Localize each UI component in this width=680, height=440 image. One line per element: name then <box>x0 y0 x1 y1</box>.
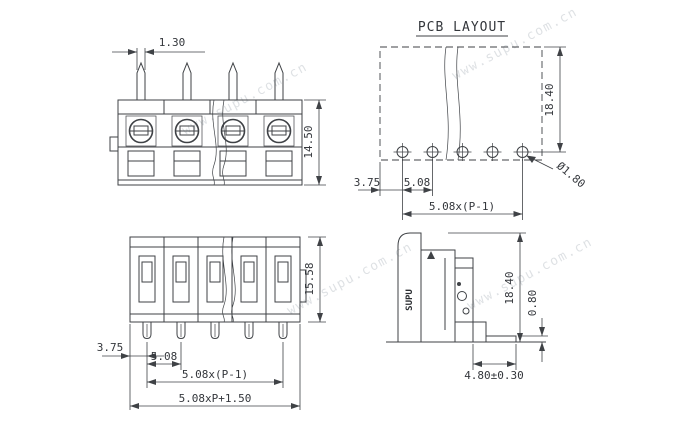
dim-text: 4.80±0.30 <box>464 369 524 382</box>
break-lines <box>222 236 236 323</box>
watermark-text: www.supu.com.cn <box>180 60 311 139</box>
break-lines <box>212 99 227 186</box>
dim-front-pin-width: 1.30 <box>112 36 205 70</box>
dim-text: 1.30 <box>159 36 186 49</box>
top-view-body <box>129 236 307 323</box>
screw-circles <box>128 118 292 144</box>
dim-text: 5.08xP+1.50 <box>179 392 252 405</box>
front-view-screws <box>125 115 295 147</box>
front-view-body <box>109 99 303 186</box>
brand-label: SUPU <box>405 289 415 311</box>
screw-slots <box>130 125 290 136</box>
dim-text: Ø1.80 <box>554 159 588 190</box>
dim-text: 5.08x(P-1) <box>429 200 495 213</box>
top-view-pins <box>142 322 288 340</box>
dim-side-pin-thickness: 0.80 <box>518 290 548 362</box>
dim-text: 5.08 <box>151 350 178 363</box>
orientation-triangle-icon <box>427 251 435 259</box>
dim-pcb-bottom: 3.75 5.08 5.08x(P-1) <box>354 159 523 220</box>
dim-text: 3.75 <box>97 341 124 354</box>
top-view: 15.58 3.75 5.08 <box>97 236 326 410</box>
front-view-wire-entries <box>127 150 293 177</box>
pcb-layout-view: PCB LAYOUT <box>354 20 588 220</box>
pcb-layout-title: PCB LAYOUT <box>418 20 506 35</box>
dim-side-pin-length: 4.80±0.30 <box>464 344 524 382</box>
watermark-layer: www.supu.com.cn www.supu.com.cn www.supu… <box>180 5 596 319</box>
side-view-body <box>397 232 517 343</box>
dim-top-bottom: 3.75 5.08 5.08x(P-1) 5.08xP+1.50 <box>97 324 301 410</box>
dim-text: 18.40 <box>503 271 516 304</box>
pcb-holes <box>393 143 532 161</box>
dim-text: 0.80 <box>526 290 539 317</box>
top-view-slots <box>138 255 292 303</box>
dim-text: 3.75 <box>354 176 381 189</box>
dim-side-height: 18.40 <box>448 232 526 342</box>
dim-text: 5.08x(P-1) <box>182 368 248 381</box>
dim-text: 18.40 <box>543 83 556 116</box>
side-view-details: SUPU <box>405 251 470 315</box>
pcb-outline <box>379 46 543 161</box>
front-view: 1.30 14.50 <box>109 36 326 186</box>
dim-front-height: 14.50 <box>302 99 326 186</box>
dim-text: 14.50 <box>302 125 315 158</box>
dim-pcb-hole-row-offset: 18.40 <box>533 46 566 153</box>
dim-text: 5.08 <box>404 176 431 189</box>
dim-pcb-hole-diameter: Ø1.80 <box>526 155 588 191</box>
dim-top-depth: 15.58 <box>303 236 326 323</box>
watermark-text: www.supu.com.cn <box>450 5 581 84</box>
side-view: SUPU 18.40 0.80 <box>386 232 548 382</box>
break-lines <box>444 46 461 161</box>
front-view-pins <box>136 61 284 100</box>
dim-text: 15.58 <box>303 262 316 295</box>
